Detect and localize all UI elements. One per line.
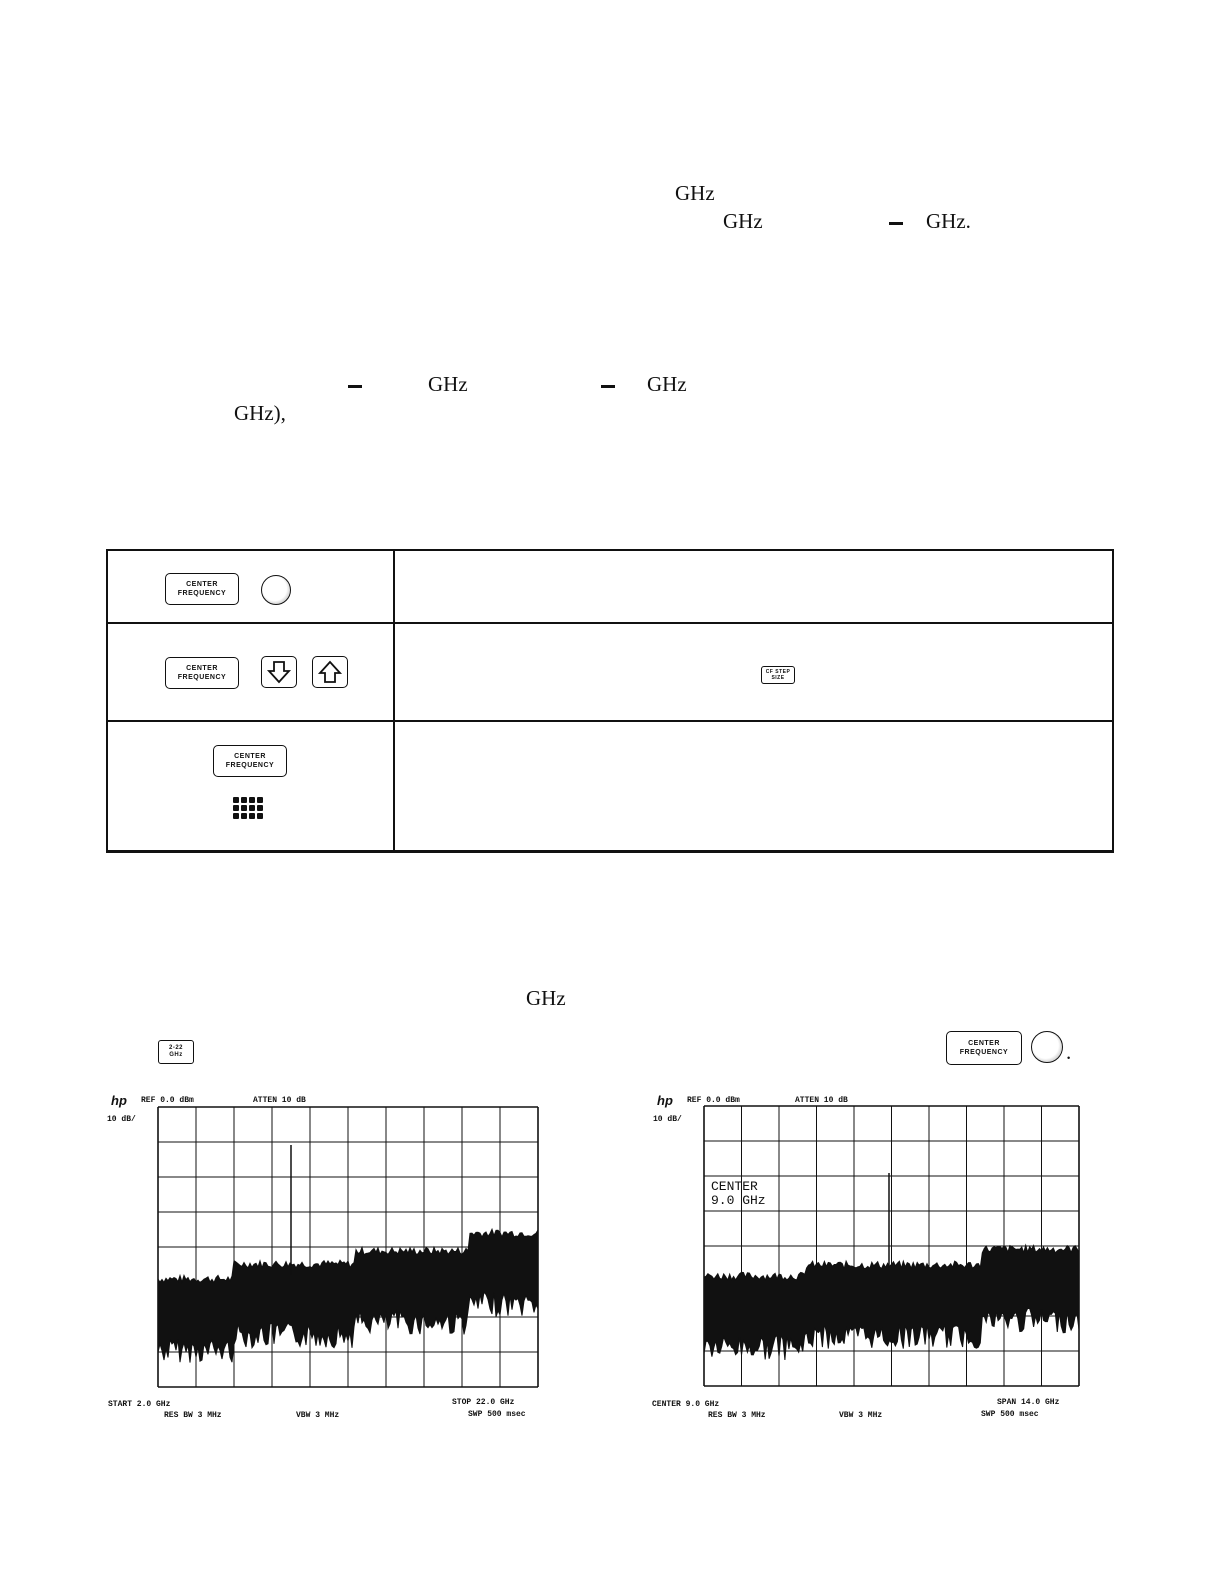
span-readout: SPAN 14.0 GHz bbox=[997, 1398, 1060, 1407]
unit-ghz: GHz bbox=[675, 181, 715, 205]
table-border-bottom bbox=[106, 850, 1114, 853]
attenuation: ATTEN 10 dB bbox=[795, 1096, 848, 1105]
hp-logo: hp bbox=[657, 1093, 673, 1108]
period: . bbox=[1066, 1040, 1072, 1064]
center-frequency-key[interactable]: CENTER FREQUENCY bbox=[946, 1031, 1022, 1065]
annotation-value: 9.0 GHz bbox=[711, 1193, 766, 1208]
ref-level: REF 0.0 dBm bbox=[141, 1096, 194, 1105]
resolution-bandwidth: RES BW 3 MHz bbox=[164, 1411, 222, 1420]
resolution-bandwidth: RES BW 3 MHz bbox=[708, 1411, 766, 1420]
stop-frequency: STOP 22.0 GHz bbox=[452, 1398, 515, 1407]
video-bandwidth: VBW 3 MHz bbox=[296, 1411, 340, 1420]
data-keypad-icon bbox=[233, 797, 263, 819]
spectrum-graticule-1 bbox=[157, 1106, 539, 1388]
center-frequency-annotation: CENTER 9.0 GHz bbox=[711, 1180, 766, 1208]
unit-ghz: GHz bbox=[647, 372, 687, 396]
table-divider bbox=[106, 720, 1114, 722]
table-border-left bbox=[106, 549, 108, 853]
step-down-key[interactable] bbox=[261, 656, 297, 688]
key-label: CENTER bbox=[186, 581, 218, 588]
start-frequency: START 2.0 GHz bbox=[108, 1400, 171, 1409]
key-label: FREQUENCY bbox=[177, 674, 227, 681]
table-border-right bbox=[1112, 549, 1114, 853]
cf-step-size-key[interactable]: CF STEP SIZE bbox=[761, 666, 795, 684]
unit-ghz: GHz bbox=[526, 986, 566, 1010]
hp-logo: hp bbox=[111, 1093, 127, 1108]
key-label: CENTER bbox=[968, 1040, 1000, 1047]
annotation-label: CENTER bbox=[711, 1179, 758, 1194]
key-label: FREQUENCY bbox=[959, 1049, 1009, 1056]
knob-icon[interactable] bbox=[1031, 1031, 1063, 1063]
unit-ghz: GHz bbox=[723, 209, 763, 233]
key-label: FREQUENCY bbox=[177, 590, 227, 597]
center-frequency-readout: CENTER 9.0 GHz bbox=[652, 1400, 720, 1409]
sweep-time: SWP 500 msec bbox=[981, 1410, 1039, 1419]
center-frequency-key[interactable]: CENTER FREQUENCY bbox=[165, 573, 239, 605]
key-label: CENTER bbox=[186, 665, 218, 672]
video-bandwidth: VBW 3 MHz bbox=[839, 1411, 883, 1420]
scale: 10 dB/ bbox=[107, 1115, 136, 1124]
center-frequency-key[interactable]: CENTER FREQUENCY bbox=[213, 745, 287, 777]
minus-sign bbox=[601, 385, 615, 388]
key-label: SIZE bbox=[771, 675, 785, 681]
step-up-key[interactable] bbox=[312, 656, 348, 688]
table-column-divider bbox=[393, 549, 395, 853]
arrow-up-icon bbox=[317, 660, 343, 683]
unit-ghz: GHz. bbox=[926, 209, 971, 233]
band-2-22-ghz-key[interactable]: 2-22 GHz bbox=[158, 1040, 194, 1064]
table-border-top bbox=[106, 549, 1114, 551]
attenuation: ATTEN 10 dB bbox=[253, 1096, 306, 1105]
center-frequency-key[interactable]: CENTER FREQUENCY bbox=[165, 657, 239, 689]
sweep-time: SWP 500 msec bbox=[468, 1410, 526, 1419]
spectrum-graticule-2 bbox=[703, 1105, 1080, 1387]
key-label: CF STEP bbox=[765, 669, 791, 675]
key-label: 2-22 bbox=[168, 1045, 183, 1051]
key-label: CENTER bbox=[234, 753, 266, 760]
arrow-down-icon bbox=[266, 661, 292, 684]
ref-level: REF 0.0 dBm bbox=[687, 1096, 740, 1105]
minus-sign bbox=[889, 222, 903, 225]
key-label: GHz bbox=[169, 1052, 183, 1058]
key-label: FREQUENCY bbox=[225, 762, 275, 769]
unit-ghz: GHz bbox=[428, 372, 468, 396]
unit-ghz: GHz), bbox=[234, 401, 286, 425]
minus-sign bbox=[348, 385, 362, 388]
knob-icon[interactable] bbox=[261, 575, 291, 605]
scale: 10 dB/ bbox=[653, 1115, 682, 1124]
table-divider bbox=[106, 622, 1114, 624]
